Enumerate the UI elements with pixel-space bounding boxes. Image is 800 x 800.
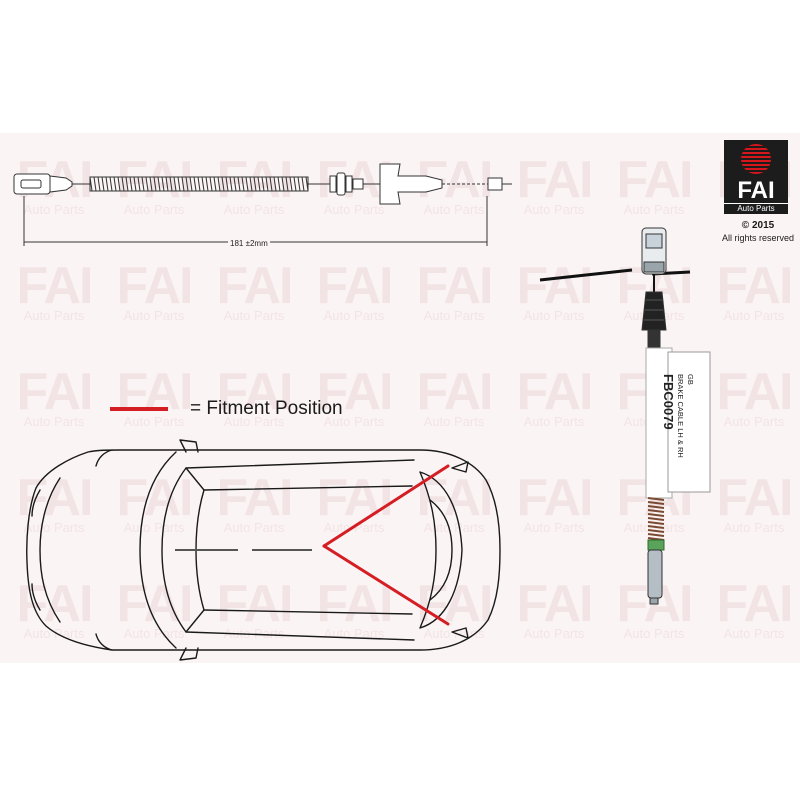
spring-coil: [293, 176, 297, 192]
label-country: GB: [686, 374, 695, 385]
label-part-code: FBC0079: [661, 374, 676, 430]
spring-coil: [177, 176, 181, 192]
legend: = Fitment Position: [110, 398, 343, 420]
fitment-position-lines: [322, 464, 450, 626]
spring-coil: [285, 176, 289, 192]
copyright-notice: © 2015 All rights reserved: [718, 220, 798, 244]
spring-coil: [145, 176, 149, 192]
photo-spring-coil: [647, 517, 665, 521]
copyright-year: © 2015: [741, 220, 775, 231]
photo-boot: [641, 291, 667, 331]
spring-coil: [121, 176, 125, 192]
spring-coil: [221, 176, 225, 192]
spring-coil: [241, 176, 245, 192]
rights-text: All rights reserved: [721, 233, 795, 243]
cable-end-nipple: [487, 177, 503, 191]
spring-coil: [213, 176, 217, 192]
spring-coil: [249, 176, 253, 192]
spring-coil: [141, 176, 145, 192]
spring-coil: [185, 176, 189, 192]
spring-coil: [125, 176, 129, 192]
legend-line-sample: [110, 407, 168, 411]
spring-coil: [113, 176, 117, 192]
photo-spring-coil: [647, 529, 665, 533]
spring-coil: [105, 176, 109, 192]
product-label: [667, 351, 711, 493]
spring-coil: [129, 176, 133, 192]
spring-coil: [157, 176, 161, 192]
cable-end-eyelet: [13, 173, 51, 195]
car-rear-window: [419, 471, 463, 629]
spring-coil: [193, 176, 197, 192]
car-mirror-left: [179, 439, 199, 453]
spring-coil: [201, 176, 205, 192]
spring-coil: [173, 176, 177, 192]
spring-coil: [265, 176, 269, 192]
spring-coil: [229, 176, 233, 192]
photo-spring-coil: [647, 533, 665, 537]
spring-coil: [93, 176, 97, 192]
logo-disc-icon: [741, 144, 771, 174]
photo-end-nipple: [647, 549, 663, 599]
spring-coil: [253, 176, 257, 192]
legend-text: = Fitment Position: [190, 398, 343, 419]
spring-coil: [161, 176, 165, 192]
photo-spring-coil: [647, 513, 665, 517]
cable-end-fitting: [49, 175, 73, 193]
fai-logo-mark: FAI: [724, 140, 788, 203]
spring-coil: [281, 176, 285, 192]
spring-coil: [153, 176, 157, 192]
car-body: [26, 449, 501, 651]
photo-spring-coil: [647, 497, 665, 501]
spring-coil: [133, 176, 137, 192]
cable-drawing: [13, 163, 512, 246]
cable-conduit-cap: [379, 163, 443, 205]
spring-coil: [245, 176, 249, 192]
spring-coil: [169, 176, 173, 192]
label-description: BRAKE CABLE LH & RH: [676, 374, 685, 458]
spring-coil: [189, 176, 193, 192]
spring-coil: [225, 176, 229, 192]
car-mirror-right: [179, 647, 199, 661]
spring-coil: [297, 176, 301, 192]
car-outline: [26, 439, 501, 661]
photo-spring-coil: [647, 521, 665, 525]
spring-coil: [197, 176, 201, 192]
spring-coil: [149, 176, 153, 192]
car-roof-line: [203, 485, 413, 615]
photo-spring-coil: [647, 505, 665, 509]
photo-spring-coil: [647, 525, 665, 529]
spring-coil: [301, 176, 305, 192]
photo-spring-coil: [647, 509, 665, 513]
dimension-label: 181 ±2mm: [228, 239, 270, 248]
spring-coil: [205, 176, 209, 192]
spring-coil: [117, 176, 121, 192]
spring-coil: [273, 176, 277, 192]
spring-coil: [181, 176, 185, 192]
spring-coil: [217, 176, 221, 192]
cable-photo: [539, 227, 711, 605]
spring-coil: [261, 176, 265, 192]
spring-coil: [109, 176, 113, 192]
spring-coil: [237, 176, 241, 192]
fai-logo: FAI Auto Parts: [723, 140, 789, 214]
spring-coil: [209, 176, 213, 192]
cable-spring: [89, 176, 309, 192]
spring-coil: [137, 176, 141, 192]
logo-wordmark: FAI: [737, 177, 775, 204]
spring-coil: [257, 176, 261, 192]
spring-coil: [97, 176, 101, 192]
photo-spring-coil: [647, 501, 665, 505]
spring-coil: [101, 176, 105, 192]
spring-coil: [277, 176, 281, 192]
logo-subtext: Auto Parts: [724, 203, 788, 214]
spring-coil: [269, 176, 273, 192]
spring-coil: [289, 176, 293, 192]
cable-grommet: [329, 172, 364, 196]
photo-spring: [647, 497, 665, 541]
spring-coil: [165, 176, 169, 192]
product-label-text: GB BRAKE CABLE LH & RH FBC0079: [661, 374, 695, 466]
spring-coil: [233, 176, 237, 192]
